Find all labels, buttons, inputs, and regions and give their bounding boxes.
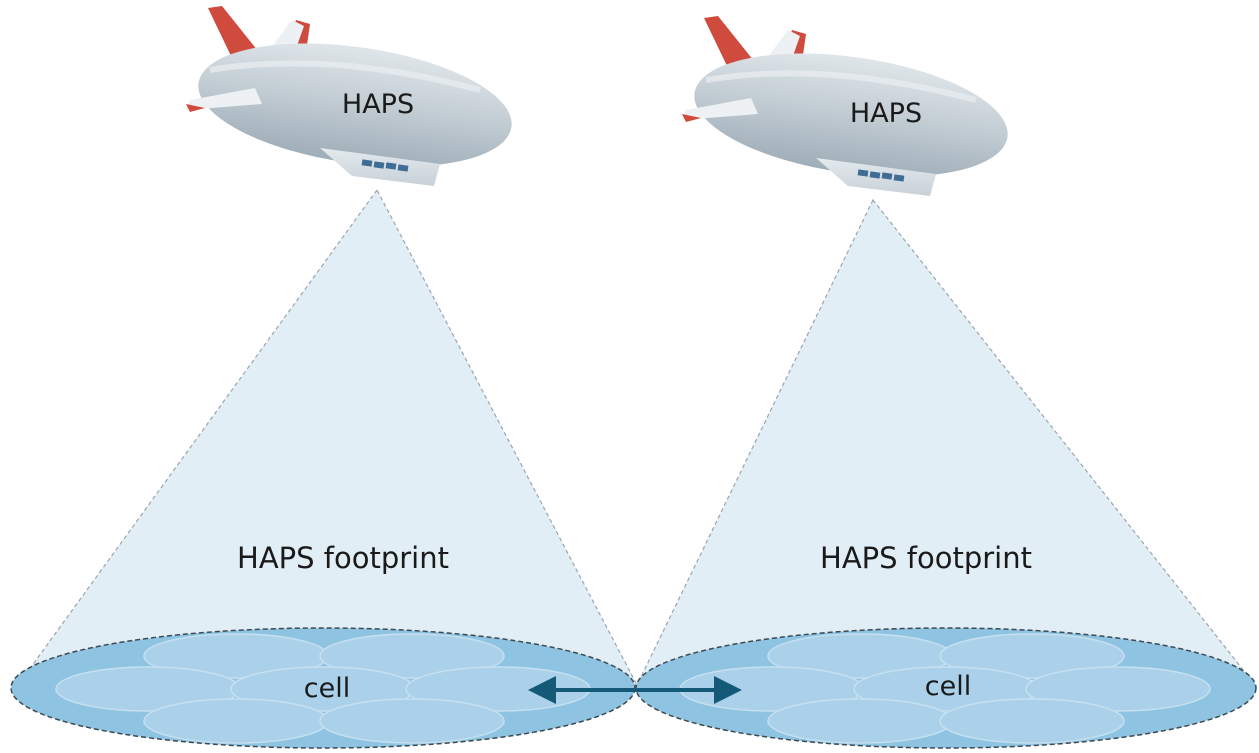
footprint-label-right: HAPS footprint — [820, 541, 1032, 575]
footprint-area-right — [635, 627, 1257, 749]
airship-left — [186, 6, 512, 186]
airship-right — [682, 16, 1008, 196]
bidirectional-link-arrow — [528, 676, 742, 704]
cell-bottom-right — [319, 698, 505, 744]
haps-node-left: HAPS HAPS footprint cell — [10, 6, 638, 749]
airship-body-left — [198, 43, 512, 167]
fin-side-right — [682, 98, 758, 120]
fin-side-left — [186, 88, 262, 110]
cell-label-left: cell — [304, 673, 350, 704]
cell-grid-left — [55, 633, 591, 744]
footprint-area-left — [10, 627, 636, 749]
haps-label-left: HAPS — [342, 89, 414, 120]
fin-side-red-left — [186, 104, 205, 112]
airship-highlight-left — [209, 60, 481, 93]
fin-top-right — [704, 16, 758, 68]
airship-highlight-right — [705, 70, 977, 103]
cell-bottom-right — [939, 698, 1125, 744]
haps-label-right: HAPS — [850, 98, 922, 129]
arrow-head-right — [714, 676, 742, 704]
cell-bottom-left — [767, 698, 953, 744]
cell-top-right — [939, 633, 1125, 679]
haps-node-right: HAPS HAPS footprint cell — [635, 16, 1257, 749]
cell-bottom-left — [143, 698, 329, 744]
cell-label-right: cell — [925, 671, 971, 702]
coverage-cone-right — [636, 198, 1257, 686]
gondola-windows-left — [361, 159, 409, 172]
fin-side-red-right — [682, 114, 701, 122]
arrow-head-left — [528, 676, 556, 704]
airship-body-right — [694, 53, 1008, 177]
cell-top-right — [319, 633, 505, 679]
fin-top-left — [208, 6, 262, 58]
coverage-cone-left — [16, 188, 638, 686]
cell-grid-right — [679, 633, 1211, 744]
gondola-windows-right — [857, 169, 905, 182]
cell-mid-right — [1025, 666, 1211, 712]
footprint-label-left: HAPS footprint — [237, 541, 449, 575]
